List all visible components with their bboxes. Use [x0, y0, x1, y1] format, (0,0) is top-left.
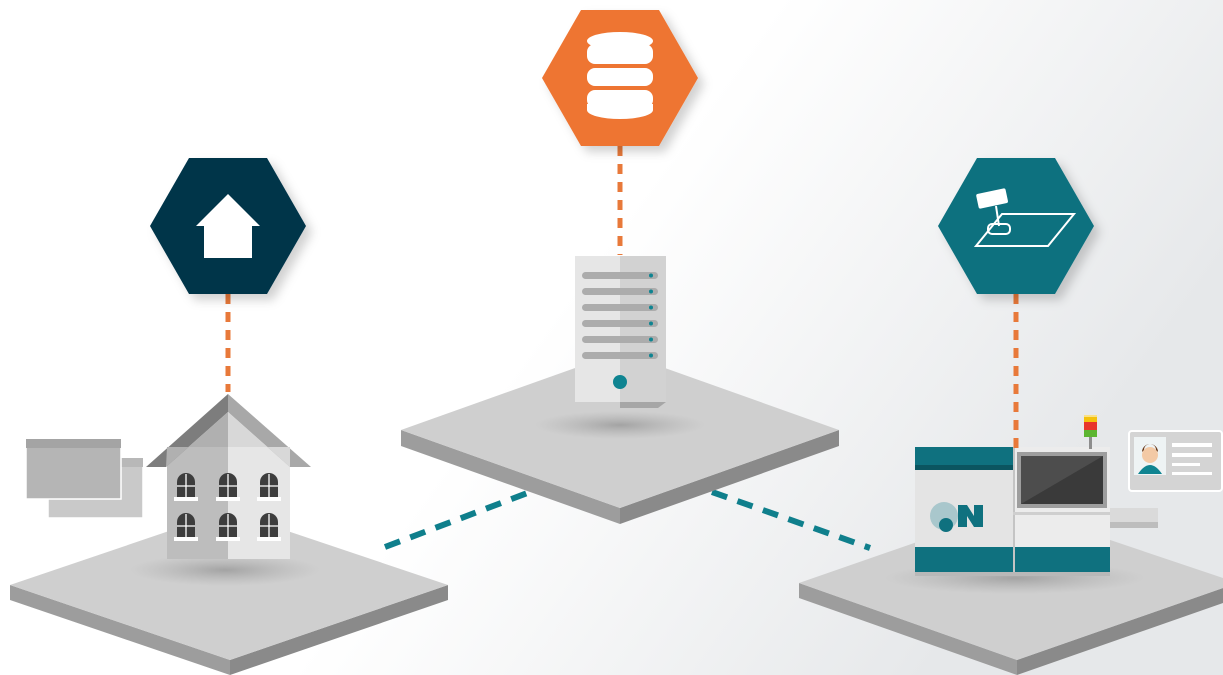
operator-id-card-icon [1128, 430, 1223, 492]
dispenser-icon [973, 188, 1077, 247]
machine-logo [930, 502, 983, 532]
home-icon [196, 194, 260, 258]
hexagon-machine [938, 158, 1094, 294]
platform-home [10, 511, 448, 675]
browser-windows-icon [25, 438, 144, 519]
signal-tower-icon [1084, 415, 1097, 449]
database-icon [587, 32, 653, 119]
machine-screen [1017, 452, 1107, 508]
house [146, 394, 311, 559]
server [575, 256, 666, 408]
platform-database [401, 352, 839, 524]
production-machine [915, 415, 1158, 576]
connection-database-machine [710, 489, 872, 551]
